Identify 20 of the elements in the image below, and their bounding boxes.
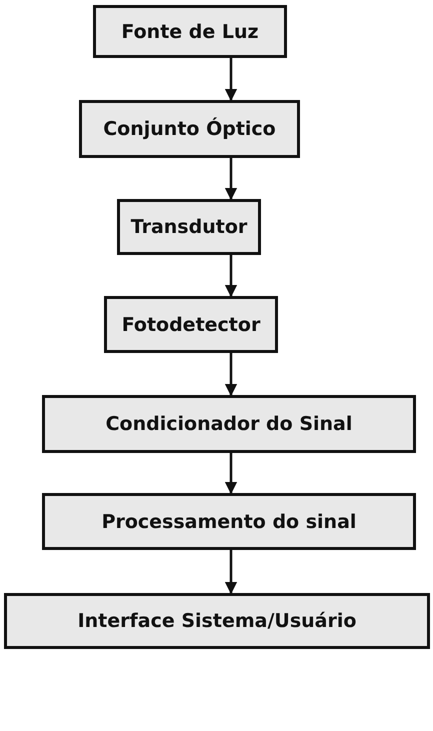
process-box	[93, 5, 287, 58]
box-label: Fonte de Luz	[121, 20, 259, 42]
box-label: Processamento do sinal	[102, 510, 356, 532]
arrow	[224, 58, 238, 102]
process-box	[117, 199, 261, 255]
process-box	[104, 296, 278, 353]
arrow	[224, 255, 238, 298]
arrow	[224, 550, 238, 594]
box-label: Condicionador do Sinal	[106, 413, 352, 435]
process-box	[79, 100, 300, 158]
process-box	[42, 493, 416, 550]
box-label: Interface Sistema/Usuário	[78, 610, 356, 632]
process-box	[4, 593, 430, 649]
arrow	[224, 453, 238, 494]
box-label: Transdutor	[130, 216, 248, 238]
process-box	[42, 395, 416, 453]
arrow	[224, 353, 238, 396]
box-label: Fotodetector	[122, 314, 260, 336]
arrow	[224, 158, 238, 200]
box-label: Conjunto Óptico	[103, 118, 276, 140]
